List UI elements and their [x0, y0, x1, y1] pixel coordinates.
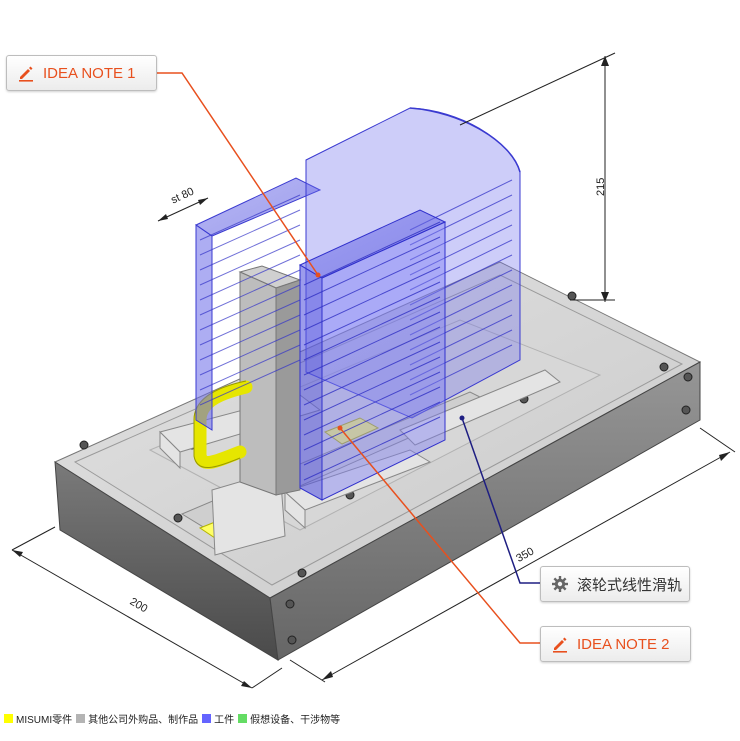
workpiece-stack-right	[305, 107, 521, 419]
idea-note-2-callout[interactable]: IDEA NOTE 2	[540, 626, 691, 662]
dim-stroke-label: st 80	[169, 186, 196, 207]
workpiece-stack-center	[298, 209, 447, 501]
gear-icon	[551, 575, 569, 593]
rail-label: 滚轮式线性滑轨	[577, 576, 683, 594]
legend: MISUMI零件 其他公司外购品、制作品 工件 假想设备、干涉物等	[2, 711, 341, 726]
legend-label-workpiece: 工件	[214, 714, 235, 726]
handle-outline	[193, 380, 247, 469]
legend-label-other: 其他公司外购品、制作品	[88, 714, 199, 726]
idea-note-2-label: IDEA NOTE 2	[577, 635, 670, 653]
idea-note-1-label: IDEA NOTE 1	[43, 64, 136, 82]
legend-label-virtual: 假想设备、干涉物等	[250, 714, 341, 726]
idea-note-1-callout[interactable]: IDEA NOTE 1	[6, 55, 157, 91]
rail-callout[interactable]: 滚轮式线性滑轨	[540, 566, 690, 602]
pencil-icon	[17, 64, 35, 82]
support-bar	[238, 265, 302, 496]
legend-swatch-workpiece	[202, 713, 212, 723]
pencil-icon	[551, 635, 569, 653]
legend-swatch-misumi	[4, 713, 13, 723]
dim-height: 215	[459, 52, 616, 302]
dim-width-label: 200	[128, 596, 150, 616]
leader-ends	[315, 272, 465, 431]
legend-swatch-other	[76, 713, 86, 723]
legend-label-misumi: MISUMI零件	[16, 714, 73, 726]
legend-swatch-virtual	[238, 713, 248, 723]
workpiece-stack-left	[194, 177, 322, 431]
dim-stroke: st 80	[157, 186, 209, 222]
leader-lines	[157, 72, 540, 644]
dim-height-label: 215	[595, 178, 607, 196]
